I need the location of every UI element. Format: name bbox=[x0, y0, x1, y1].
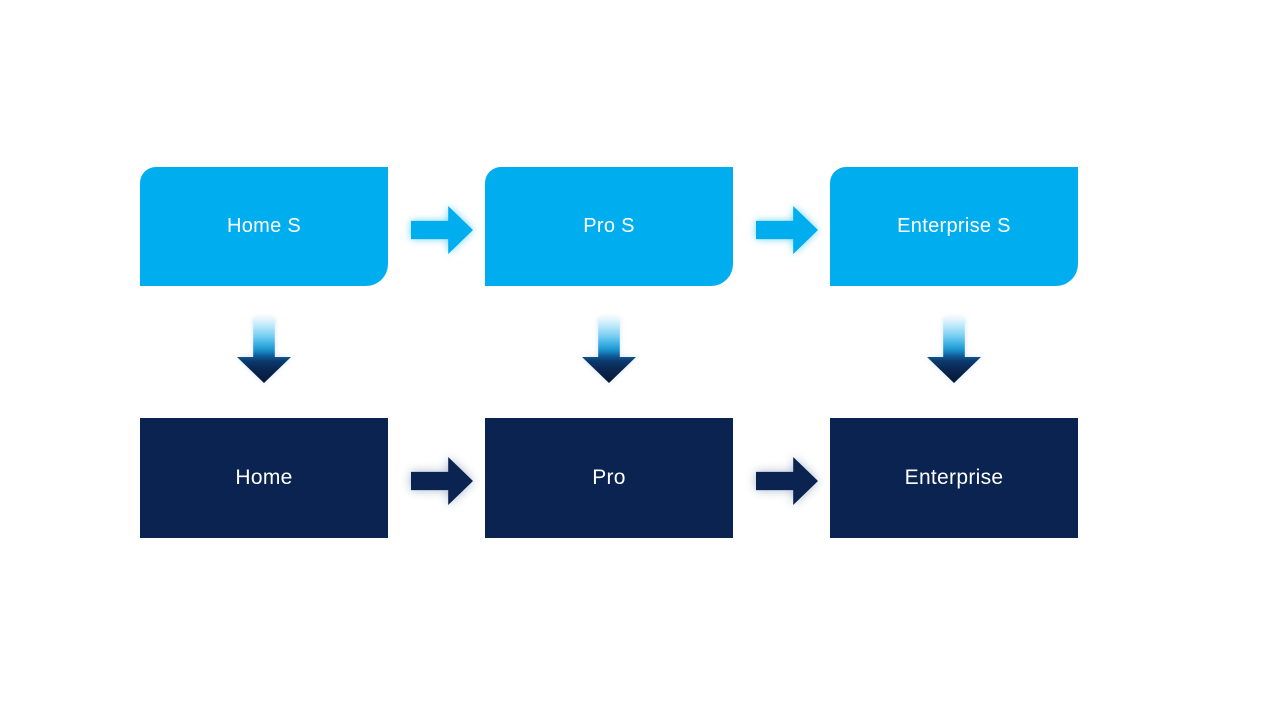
right-arrow-icon bbox=[411, 457, 473, 505]
right-arrow-shape bbox=[411, 206, 473, 254]
node-home-label: Home bbox=[235, 466, 293, 489]
right-arrow-shape bbox=[411, 457, 473, 505]
down-arrow-icon bbox=[927, 318, 981, 383]
node-enterprise-s-label: Enterprise S bbox=[897, 215, 1011, 237]
down-arrow-icon bbox=[237, 318, 291, 383]
right-arrow-icon bbox=[756, 206, 818, 254]
node-pro-s: Pro S bbox=[485, 167, 733, 286]
node-enterprise-s: Enterprise S bbox=[830, 167, 1078, 286]
right-arrow-icon bbox=[411, 206, 473, 254]
node-enterprise-label: Enterprise bbox=[904, 466, 1004, 489]
node-enterprise: Enterprise bbox=[830, 418, 1078, 538]
node-home-s: Home S bbox=[140, 167, 388, 286]
down-arrow-icon bbox=[582, 318, 636, 383]
right-arrow-icon bbox=[756, 457, 818, 505]
down-arrow-shape bbox=[237, 318, 291, 383]
node-pro-s-label: Pro S bbox=[583, 215, 635, 237]
right-arrow-shape bbox=[756, 457, 818, 505]
down-arrow-shape bbox=[927, 318, 981, 383]
right-arrow-shape bbox=[756, 206, 818, 254]
down-arrow-shape bbox=[582, 318, 636, 383]
node-home-s-label: Home S bbox=[226, 215, 302, 237]
node-pro: Pro bbox=[485, 418, 733, 538]
node-home: Home bbox=[140, 418, 388, 538]
node-pro-label: Pro bbox=[592, 466, 626, 489]
